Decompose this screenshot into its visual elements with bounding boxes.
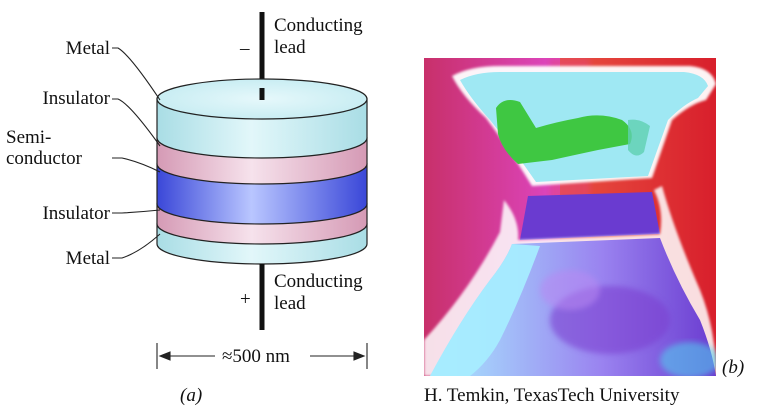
label-leader-lines — [112, 47, 161, 259]
bottom-lead-label-line1: Conducting — [274, 271, 363, 292]
bottom-lead-label-line2: lead — [274, 293, 306, 314]
top-lead-label-line1: Conducting — [274, 15, 363, 36]
top-metal-layer — [156, 78, 368, 159]
caption-a: (a) — [180, 385, 203, 406]
label-semiconductor-line2: conductor — [6, 148, 82, 169]
caption-b: (b) — [722, 357, 745, 378]
panel-b-micrograph — [424, 58, 716, 376]
dimension-label: ≈500 nm — [222, 346, 290, 367]
label-metal-top: Metal — [65, 38, 110, 59]
label-metal-bottom: Metal — [65, 248, 110, 269]
photo-credit: H. Temkin, TexasTech University — [424, 385, 680, 406]
top-lead-sign: – — [240, 38, 250, 59]
label-insulator-bottom: Insulator — [42, 203, 110, 224]
label-insulator-top: Insulator — [42, 88, 110, 109]
bottom-lead-sign: + — [240, 289, 251, 310]
dimension-line — [156, 343, 368, 369]
label-semiconductor-line1: Semi- — [6, 127, 52, 148]
panel-a-diagram — [112, 12, 368, 369]
top-lead-label-line2: lead — [274, 37, 306, 58]
